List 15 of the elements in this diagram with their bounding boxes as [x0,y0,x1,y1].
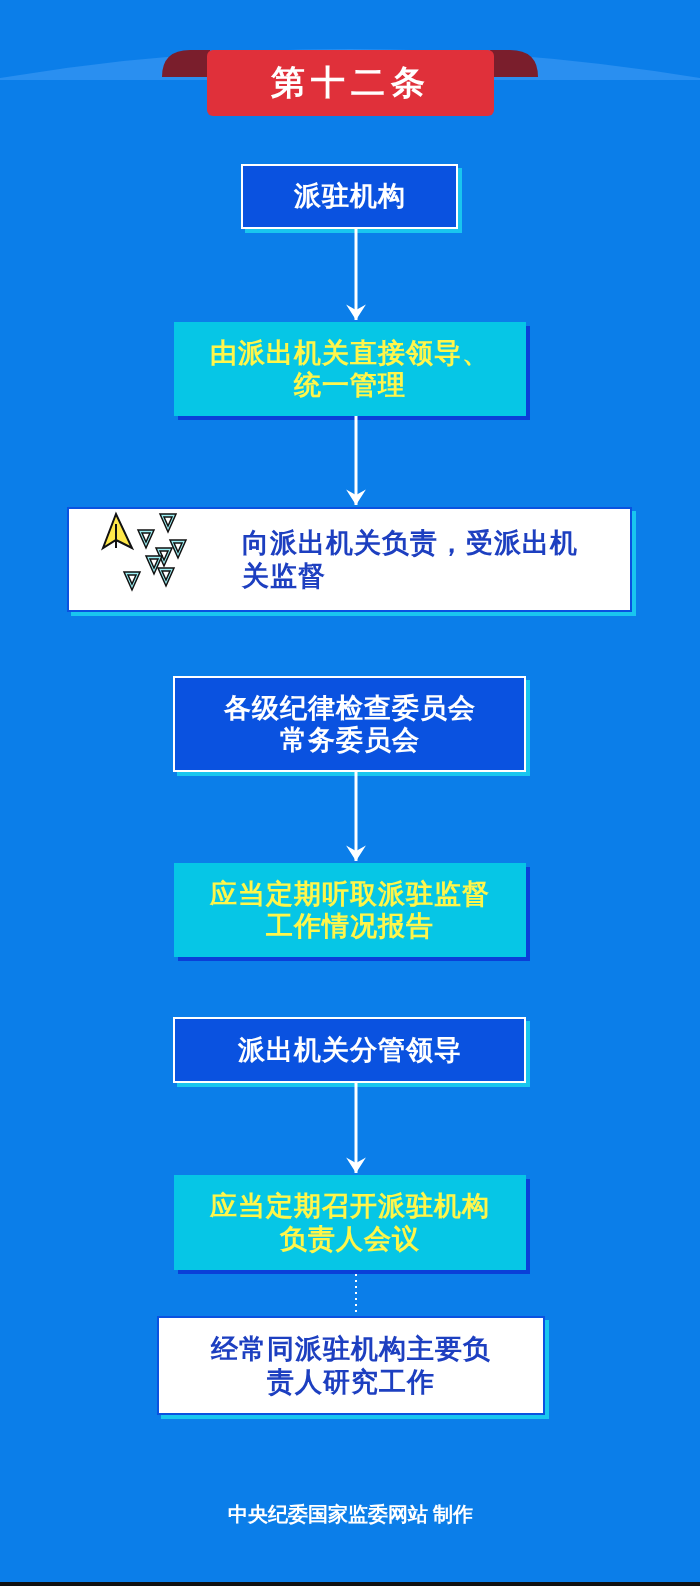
arrow [346,416,366,505]
credit-text: 中央纪委国家监委网站 制作 [226,1502,474,1526]
box-text: 各级纪律检查委员会常务委员会 [222,691,477,757]
box-text: 派驻机构 [293,180,406,213]
box-text: 应当定期召开派驻机构负责人会议 [209,1190,491,1255]
box-text: 由派出机关直接领导、统一管理 [209,336,491,402]
title-text: 第十二条 [270,62,431,103]
box-text: 经常同派驻机构主要负责人研究工作 [211,1333,491,1398]
dotted-connector [355,1273,357,1313]
box-text: 向派出机关负责，受派出机关监督 [241,527,579,592]
arrow [346,1083,366,1173]
box-text: 派出机关分管领导 [237,1033,462,1067]
arrow [346,229,366,320]
arrow [346,772,366,861]
box-text: 应当定期听取派驻监督工作情况报告 [209,877,491,943]
